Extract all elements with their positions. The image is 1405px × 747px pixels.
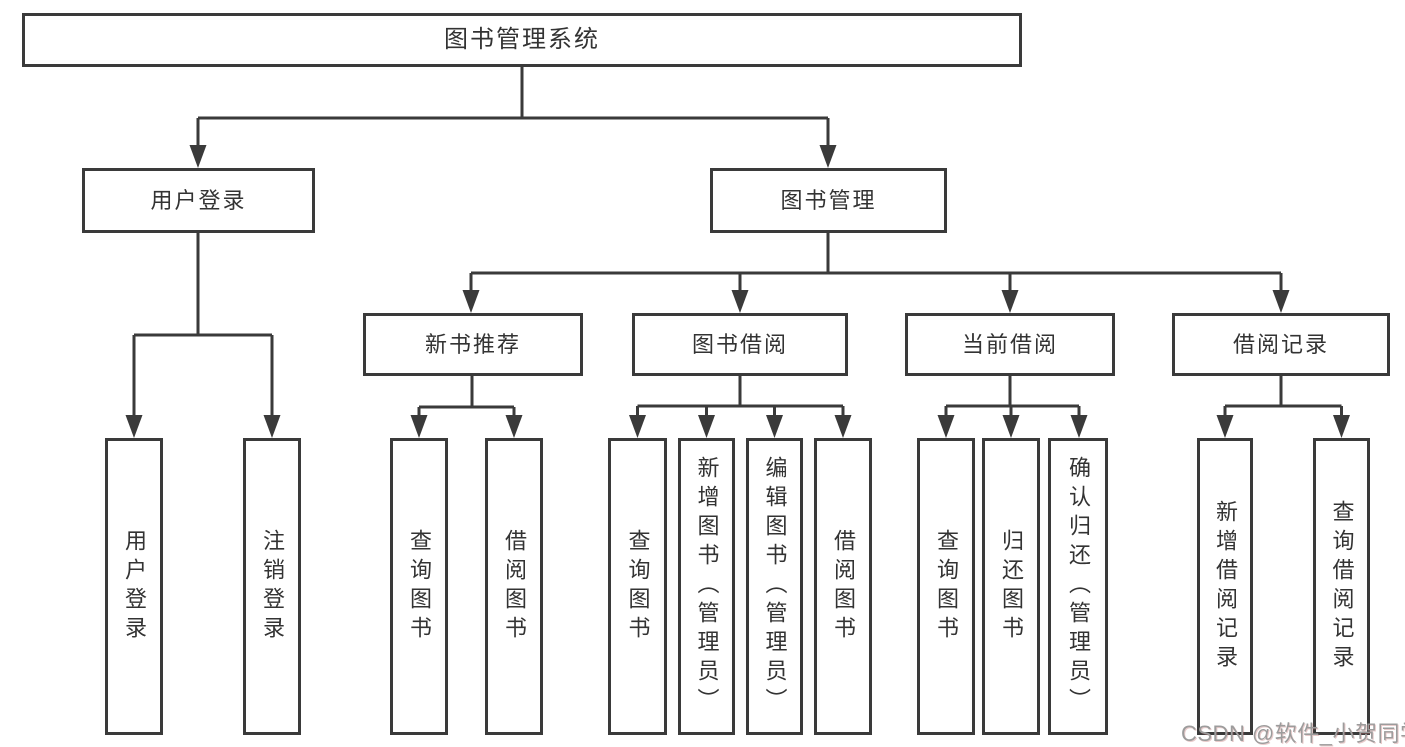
node-current-borrowing: 当前借阅	[905, 313, 1115, 376]
node-current-borrowing-label: 当前借阅	[961, 331, 1058, 357]
node-book-borrowing-label: 图书借阅	[691, 331, 788, 357]
leaf-logout-label: 注销登录	[260, 528, 285, 645]
leaf-records-add-record-label: 新增借阅记录	[1213, 499, 1238, 674]
arrowhead	[410, 415, 428, 438]
arrowhead	[1272, 290, 1290, 313]
arrowhead	[505, 415, 523, 438]
arrowhead	[731, 290, 749, 313]
arrowhead	[629, 415, 646, 438]
arrowhead	[189, 145, 207, 168]
leaf-newrec-borrow-books-label: 借阅图书	[502, 528, 527, 645]
arrowhead	[1333, 415, 1350, 438]
node-book-management: 图书管理	[710, 168, 947, 233]
leaf-user-login-label: 用户登录	[122, 528, 147, 645]
leaf-borrow-borrow-books-label: 借阅图书	[831, 528, 856, 645]
leaf-borrow-borrow-books: 借阅图书	[814, 438, 872, 735]
connector-bookmgmt-to-level3	[469, 232, 1283, 295]
leaf-newrec-borrow-books: 借阅图书	[485, 438, 543, 735]
arrowheads	[125, 145, 1350, 438]
connector-newbookrec-to-leaves	[417, 375, 516, 420]
leaf-borrow-add-books-admin: 新增图书（管理员）	[678, 438, 735, 735]
arrowhead	[937, 415, 955, 438]
leaf-current-return-books-label: 归还图书	[999, 528, 1024, 645]
node-new-book-recommend: 新书推荐	[363, 313, 583, 376]
node-new-book-recommend-label: 新书推荐	[424, 331, 521, 357]
node-borrowing-records: 借阅记录	[1172, 313, 1390, 376]
connector-root-to-level2	[196, 67, 830, 150]
connector-bookborrow-to-leaves	[636, 375, 845, 420]
node-library-management-system-label: 图书管理系统	[444, 26, 600, 53]
leaf-current-query-books: 查询图书	[917, 438, 975, 735]
leaf-current-confirm-return-admin: 确认归还（管理员）	[1048, 438, 1108, 735]
node-user-login: 用户登录	[82, 168, 315, 233]
leaf-borrow-query-books: 查询图书	[608, 438, 667, 735]
node-book-management-label: 图书管理	[780, 187, 877, 213]
arrowhead	[1001, 290, 1019, 313]
arrowhead	[462, 290, 480, 313]
leaf-current-query-books-label: 查询图书	[934, 528, 959, 645]
leaf-logout: 注销登录	[243, 438, 301, 735]
arrowhead	[834, 415, 852, 438]
leaf-records-query-record: 查询借阅记录	[1313, 438, 1370, 735]
leaf-borrow-query-books-label: 查询图书	[625, 528, 651, 645]
arrowhead	[263, 415, 281, 438]
arrowhead	[1216, 415, 1234, 438]
leaf-current-confirm-return-admin-label: 确认归还（管理员）	[1066, 456, 1091, 717]
node-library-management-system: 图书管理系统	[22, 13, 1022, 67]
leaf-borrow-add-books-admin-label: 新增图书（管理员）	[694, 456, 720, 717]
node-book-borrowing: 图书借阅	[632, 313, 848, 376]
node-user-login-label: 用户登录	[150, 187, 247, 213]
csdn-watermark: CSDN @软件_小贺同学	[1181, 721, 1405, 746]
arrowhead	[819, 145, 837, 168]
leaf-newrec-query-books-label: 查询图书	[407, 528, 432, 645]
leaf-records-query-record-label: 查询借阅记录	[1329, 499, 1355, 674]
arrowhead	[698, 415, 715, 438]
leaf-current-return-books: 归还图书	[982, 438, 1040, 735]
leaf-newrec-query-books: 查询图书	[390, 438, 448, 735]
arrowhead	[1070, 415, 1088, 438]
arrowhead	[1002, 415, 1020, 438]
arrowhead	[125, 415, 143, 438]
leaf-borrow-edit-books-admin: 编辑图书（管理员）	[746, 438, 803, 735]
leaf-records-add-record: 新增借阅记录	[1197, 438, 1253, 735]
leaf-borrow-edit-books-admin-label: 编辑图书（管理员）	[762, 456, 788, 717]
node-borrowing-records-label: 借阅记录	[1232, 331, 1329, 357]
arrowhead	[766, 415, 783, 438]
connector-currentborrow-to-leaves	[944, 375, 1081, 420]
connector-userlogin-to-leaves	[132, 232, 274, 420]
connector-records-to-leaves	[1223, 375, 1343, 420]
leaf-user-login: 用户登录	[105, 438, 163, 735]
